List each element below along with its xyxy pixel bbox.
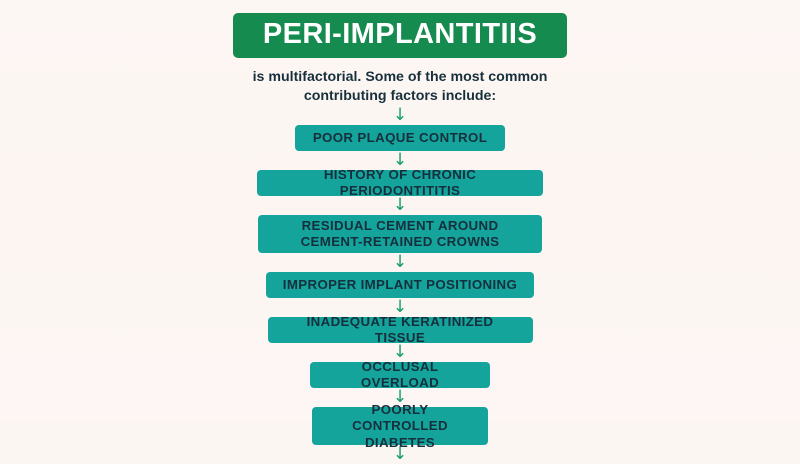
flow-node-label-line-1: OCCLUSAL OVERLOAD: [360, 358, 440, 391]
down-arrow-icon: ↓: [392, 252, 408, 273]
subtitle-text: is multifactorial. Some of the most comm…: [253, 68, 548, 106]
down-arrow-icon: ↓: [392, 150, 408, 171]
flow-node-label: POOR PLAQUE CONTROL: [313, 130, 487, 146]
page-title: PERI-IMPLANTITIIS: [262, 18, 538, 50]
flow-node-label-line-1: POORLY CONTROLLED: [352, 401, 448, 434]
down-arrow-icon: ↓: [392, 387, 408, 408]
flow-node-label-line-1: INADEQUATE KERATINIZED TISSUE: [306, 313, 494, 346]
flow-node-label: IMPROPER IMPLANT POSITIONING: [283, 277, 517, 293]
flowchart: ↓POOR PLAQUE CONTROL↓HISTORY OF CHRONIC …: [257, 106, 543, 464]
flow-node-label-line-1: RESIDUAL CEMENT AROUND: [301, 217, 499, 233]
flow-node-5[interactable]: INADEQUATE KERATINIZED TISSUE: [267, 314, 533, 345]
flow-node-label-line-2: CEMENT-RETAINED CROWNS: [300, 234, 500, 250]
down-arrow-icon: ↓: [392, 297, 408, 318]
down-arrow-icon: ↓: [392, 342, 408, 363]
flow-node-1[interactable]: POOR PLAQUE CONTROL: [295, 125, 505, 152]
flow-node-label-line-1: IMPROPER IMPLANT POSITIONING: [282, 277, 518, 293]
flow-node-label-line-1: HISTORY OF CHRONIC PERIODONTITITIS: [323, 166, 477, 199]
flow-node-2[interactable]: HISTORY OF CHRONIC PERIODONTITITIS: [257, 167, 543, 198]
down-arrow-icon: ↓: [392, 195, 408, 216]
flow-node-label: INADEQUATE KERATINIZED TISSUE: [282, 314, 519, 347]
flow-node-label: OCCLUSAL OVERLOAD: [324, 359, 476, 392]
subtitle-line-2: contributing factors include:: [303, 88, 497, 105]
flow-node-label-line-1: POOR PLAQUE CONTROL: [312, 130, 488, 146]
flow-node-4[interactable]: IMPROPER IMPLANT POSITIONING: [266, 272, 534, 299]
down-arrow-icon: ↓: [392, 105, 408, 126]
subtitle-line-1: is multifactorial. Some of the most comm…: [252, 69, 548, 85]
title-banner: PERI-IMPLANTITIIS: [232, 13, 568, 58]
flow-node-6[interactable]: OCCLUSAL OVERLOAD: [310, 359, 490, 390]
flow-node-label: HISTORY OF CHRONIC PERIODONTITITIS: [271, 167, 529, 200]
down-arrow-icon: ↓: [392, 444, 408, 464]
